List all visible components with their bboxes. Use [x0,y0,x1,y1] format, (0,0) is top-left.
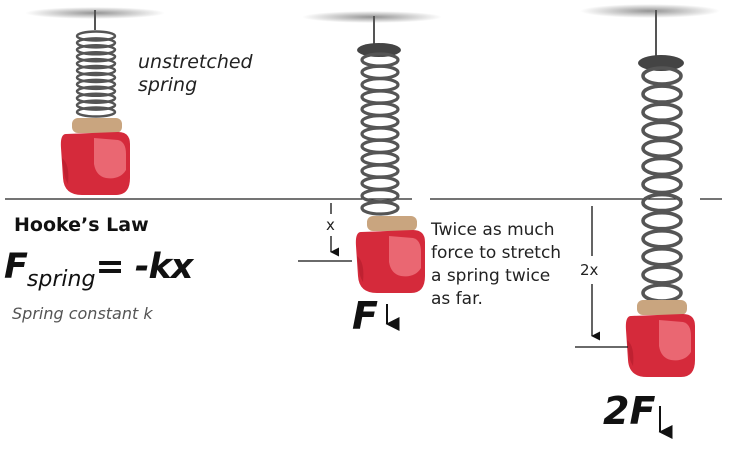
spring-stretched-2x [638,10,684,303]
red-mitt-weight [60,118,130,195]
spring-coil [75,44,117,56]
spring-coil [641,192,683,213]
displacement-2x-marker [575,206,628,348]
spring-coil [75,30,117,42]
spring-coil [641,246,683,267]
spring-coil [75,64,117,77]
spring-coil [360,175,400,191]
unstretched-caption: unstretched spring [138,51,253,96]
spring-coil [641,283,683,303]
hookes-law-formula: Fspring= -kx [4,247,193,292]
displacement-2x-label: 2x [580,261,599,279]
force-label-double: 2F [603,389,656,433]
spring-unstretched [75,10,117,118]
spring-coil [75,71,117,84]
spring-coil [75,50,117,63]
spring-coil [360,114,400,130]
spring-coil [641,156,683,177]
force-label-single: F [352,294,378,338]
spring-coil [360,151,400,167]
red-mitt-weight [355,216,425,293]
spring-coil [641,174,683,195]
spring-coil [641,210,683,231]
displacement-x-label: x [326,216,335,234]
spring-coil [641,265,683,285]
formula-force-symbol: F [4,247,28,287]
spring-coil [360,101,400,117]
spring-coil [360,200,400,216]
spring-coil [641,120,683,141]
spring-coil [360,126,400,142]
spring-coil [360,89,400,105]
formula-subscript: spring [26,267,96,292]
spring-cap [638,55,684,71]
spring-coil [75,78,117,91]
spring-coil [360,64,400,80]
displacement-x-marker [298,203,352,262]
spring-coil [641,102,683,122]
spring-coil [75,57,117,70]
spring-coil [360,163,400,179]
spring-coil [641,66,683,86]
ceiling-shadow-3 [580,4,720,18]
spring-coil [75,92,117,104]
spring-stretched-x [357,16,401,216]
spring-coil [641,138,683,159]
spring-coil [360,188,400,204]
spring-coil [75,85,117,98]
spring-coil [641,229,683,249]
spring-constant-note: Spring constant k [12,304,153,323]
spring-coil [360,77,400,93]
formula-rhs: = -kx [95,247,193,287]
spring-coil [360,138,400,154]
spring-coil [75,106,117,118]
spring-coil [641,84,683,104]
red-mitt-weight [625,300,695,377]
spring-coil [75,37,117,49]
spring-coil [75,99,117,111]
ceiling-shadow-2 [302,11,442,23]
law-title: Hooke’s Law [14,214,149,236]
explanation-note: Twice as much force to stretch a spring … [431,220,562,309]
